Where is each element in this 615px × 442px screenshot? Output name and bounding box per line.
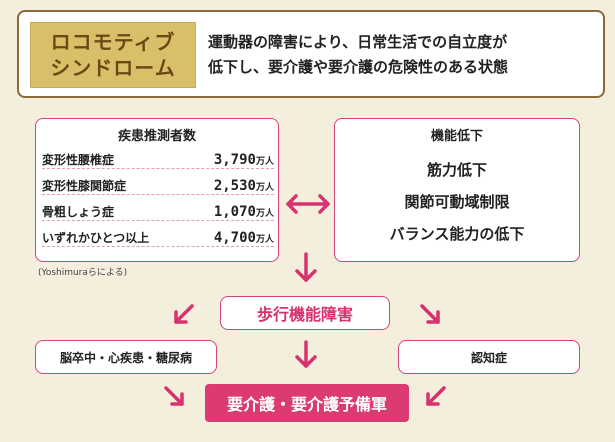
term-line-2: シンドローム (50, 56, 176, 80)
patient-estimate-title: 疾患推測者数 (117, 129, 196, 144)
patient-row-value: 3,790万人 (213, 152, 274, 168)
patient-estimate-box: 疾患推測者数 変形性腰椎症 3,790万人 変形性膝関節症 2,530万人 骨粗… (35, 118, 279, 262)
down-arrow-icon (295, 340, 317, 368)
dementia-box: 認知症 (398, 340, 580, 374)
function-item: 関節可動域制限 (404, 193, 510, 211)
stroke-heart-diabetes-label: 脳卒中・心疾患・糖尿病 (59, 350, 192, 365)
patient-row: 変形性腰椎症 3,790万人 (42, 147, 274, 169)
double-arrow-icon (286, 194, 330, 214)
term-line-1: ロコモティブ (50, 30, 176, 54)
definition-line-2: 低下し、要介護や要介護の危険性のある状態 (208, 58, 509, 76)
walking-disorder-box: 歩行機能障害 (220, 296, 390, 330)
dementia-label: 認知症 (470, 350, 507, 365)
down-arrow-icon (295, 252, 317, 282)
patient-row-value: 1,070万人 (213, 204, 274, 220)
patient-row-label: 変形性膝関節症 (42, 179, 127, 193)
function-decline-title: 機能低下 (430, 129, 483, 144)
patient-row-label: 骨粗しょう症 (42, 205, 115, 219)
citation: (Yoshimuraらによる) (38, 268, 128, 278)
care-needed-box: 要介護・要介護予備軍 (205, 384, 409, 422)
definition-text: 運動器の障害により、日常生活での自立度が 低下し、要介護や要介護の危険性のある状… (208, 30, 603, 88)
patient-row-value: 2,530万人 (213, 178, 274, 194)
function-item: 筋力低下 (426, 161, 487, 179)
patient-row-value: 4,700万人 (213, 230, 274, 246)
patient-row: 骨粗しょう症 1,070万人 (42, 199, 274, 221)
diagonal-arrow-icon (174, 304, 194, 324)
function-item: バランス能力の低下 (389, 225, 525, 243)
stroke-heart-diabetes-box: 脳卒中・心疾患・糖尿病 (35, 340, 217, 374)
care-needed-label: 要介護・要介護予備軍 (226, 395, 387, 414)
diagonal-arrow-icon (426, 386, 446, 406)
function-decline-box: 機能低下 筋力低下 関節可動域制限 バランス能力の低下 (334, 118, 580, 262)
term-label: ロコモティブ シンドローム (30, 22, 196, 88)
patient-row: 変形性膝関節症 2,530万人 (42, 173, 274, 195)
walking-disorder-label: 歩行機能障害 (256, 305, 353, 324)
definition-line-1: 運動器の障害により、日常生活での自立度が (208, 33, 508, 51)
patient-row-label: 変形性腰椎症 (42, 153, 115, 167)
patient-row: いずれかひとつ以上 4,700万人 (42, 225, 274, 247)
patient-row-label: いずれかひとつ以上 (42, 231, 150, 245)
diagonal-arrow-icon (164, 386, 184, 406)
diagonal-arrow-icon (420, 304, 440, 324)
